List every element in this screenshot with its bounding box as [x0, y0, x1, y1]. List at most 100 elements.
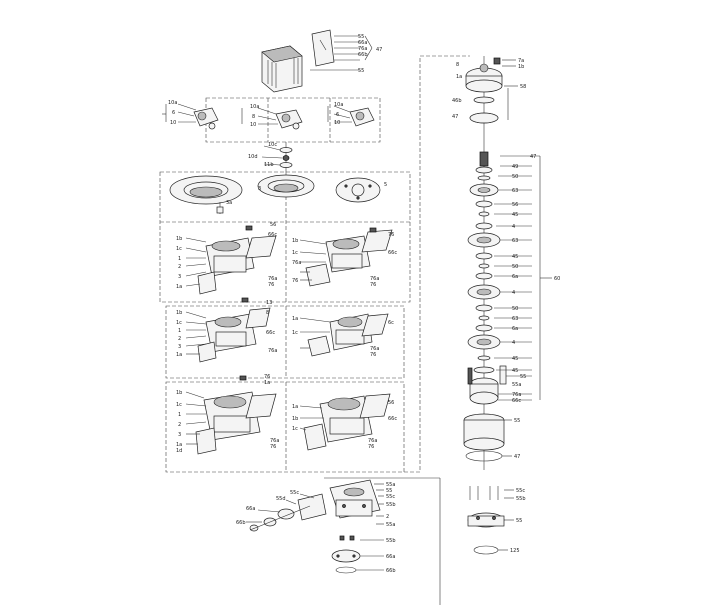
chamber-label: 1d [176, 448, 182, 454]
chamber-side-label: 76 [292, 278, 298, 284]
chamber-3-right [299, 393, 391, 451]
adapter-options-box [205, 97, 381, 143]
stack-label: 45 [512, 368, 518, 374]
motor-label: 66b [358, 52, 368, 58]
chamber-side-label: 1a [264, 380, 270, 386]
chamber-side-label: 76a [368, 438, 377, 444]
chamber-side-label: 76a [292, 260, 301, 266]
base-right-label: 5 [384, 182, 387, 188]
chamber-right-label: 76a [268, 276, 277, 282]
motor-label: 66a [358, 40, 367, 46]
chamber-side-label: 76a [268, 348, 277, 354]
pump-leader-lines [246, 483, 384, 571]
stack-top-label: 58 [520, 84, 526, 90]
stack-label: 55 [520, 374, 526, 380]
pump-label: 55b [386, 502, 396, 508]
chamber-label: 1b [176, 310, 182, 316]
coupling [261, 145, 293, 168]
chamber-side-label: 8 [266, 310, 269, 316]
motor-label: 55 [358, 34, 364, 40]
pump-label: 66a [386, 554, 395, 560]
base-flange-right [335, 177, 381, 203]
stack-label: 50 [512, 306, 518, 312]
chamber-right-label: 66c [388, 250, 397, 256]
chamber-label: 1c [176, 402, 182, 408]
motor-label: 76a [358, 46, 367, 52]
pump-left-label: 66b [236, 520, 246, 526]
chamber-label: 3 [178, 274, 181, 280]
chamber-right-label: 56 [270, 222, 276, 228]
stack-top-cap [465, 57, 518, 120]
chamber-side-label: 1a [292, 316, 298, 322]
stack-top-label: 1b [518, 64, 524, 70]
stack-label: 4 [512, 290, 515, 296]
stack-label: 45 [512, 356, 518, 362]
chamber-side-label: 1a [292, 404, 298, 410]
adapter-right-label: 10a [334, 102, 343, 108]
pump-label: 55 [386, 488, 392, 494]
motor-labels: 55 66a 76a 66b 55 47 [358, 34, 382, 74]
stack-label: 4 [512, 224, 515, 230]
stack-label: 55a [512, 382, 521, 388]
pump-label: 55b [386, 538, 396, 544]
chamber-side-label: 66c [388, 416, 397, 422]
chamber-2-left [185, 297, 271, 363]
chamber-side-label: 76 [270, 444, 276, 450]
pump-assembly [249, 479, 381, 574]
stack-label: 47 [530, 154, 536, 160]
stack-label: 4 [512, 340, 515, 346]
chamber-right-label: 76a [370, 276, 379, 282]
adapter-right-label: 10 [334, 120, 340, 126]
chamber-side-label: 66c [266, 330, 275, 336]
chamber-side-label: 76 [368, 444, 374, 450]
chamber-side-label: 1b [292, 238, 298, 244]
base-flange-mid [257, 174, 315, 198]
chamber-side-label: 56 [388, 400, 394, 406]
stack-callout: 60 [554, 276, 560, 282]
chamber-side-label: 76a [270, 438, 279, 444]
stack-label: 50 [512, 174, 518, 180]
stack-label: 6a [512, 274, 518, 280]
stack-bottom-label: 55c [516, 488, 525, 494]
adapter-left-label: 6 [172, 110, 175, 116]
base-flange-label: 3 [258, 186, 261, 192]
chamber-side-label: 1b [292, 416, 298, 422]
chamber-label: 1 [178, 256, 181, 262]
coupling-label: 11b [264, 162, 274, 168]
stack-top-label: 7a [518, 58, 524, 64]
stack-top-left-label: 1a [456, 74, 462, 80]
stack-label: 63 [512, 238, 518, 244]
chamber-label: 1b [176, 236, 182, 242]
adapter-right-label: 6 [336, 112, 339, 118]
chamber-label: 3 [178, 432, 181, 438]
stack-leader-lines [494, 155, 552, 457]
chamber-1-right [299, 227, 393, 287]
chamber-label: 2 [178, 264, 181, 270]
stack-label: 6a [512, 326, 518, 332]
chamber-side-label: 76 [264, 374, 270, 380]
stack-label: 63 [512, 316, 518, 322]
chamber-label: 1a [176, 442, 182, 448]
pump-left-label: 66a [246, 506, 255, 512]
pump-label: 2 [386, 514, 389, 520]
coupling-label: 10c [268, 142, 277, 148]
stack-o-ring: 47 [514, 454, 520, 460]
chamber-side-label: 76 [370, 352, 376, 358]
base-flange-left [169, 175, 243, 214]
stack-label: 50 [512, 264, 518, 270]
adapter-right [327, 105, 375, 127]
adapter-mid-label: 10a [250, 104, 259, 110]
base-left-label: 3a [226, 200, 232, 206]
chamber-right-label: 76 [388, 232, 394, 238]
chamber-side-label: 1c [292, 250, 298, 256]
chamber-side-label: 6c [388, 320, 394, 326]
pump-label: 55a [386, 482, 395, 488]
stack-top-left-label: 46b [452, 98, 462, 104]
stack-mid-parts [463, 96, 507, 462]
motor-label: 55 [358, 68, 364, 74]
adapter-mid [241, 107, 303, 130]
motor-callout: 47 [376, 47, 382, 53]
stack-bottom-label: 55 [516, 518, 522, 524]
